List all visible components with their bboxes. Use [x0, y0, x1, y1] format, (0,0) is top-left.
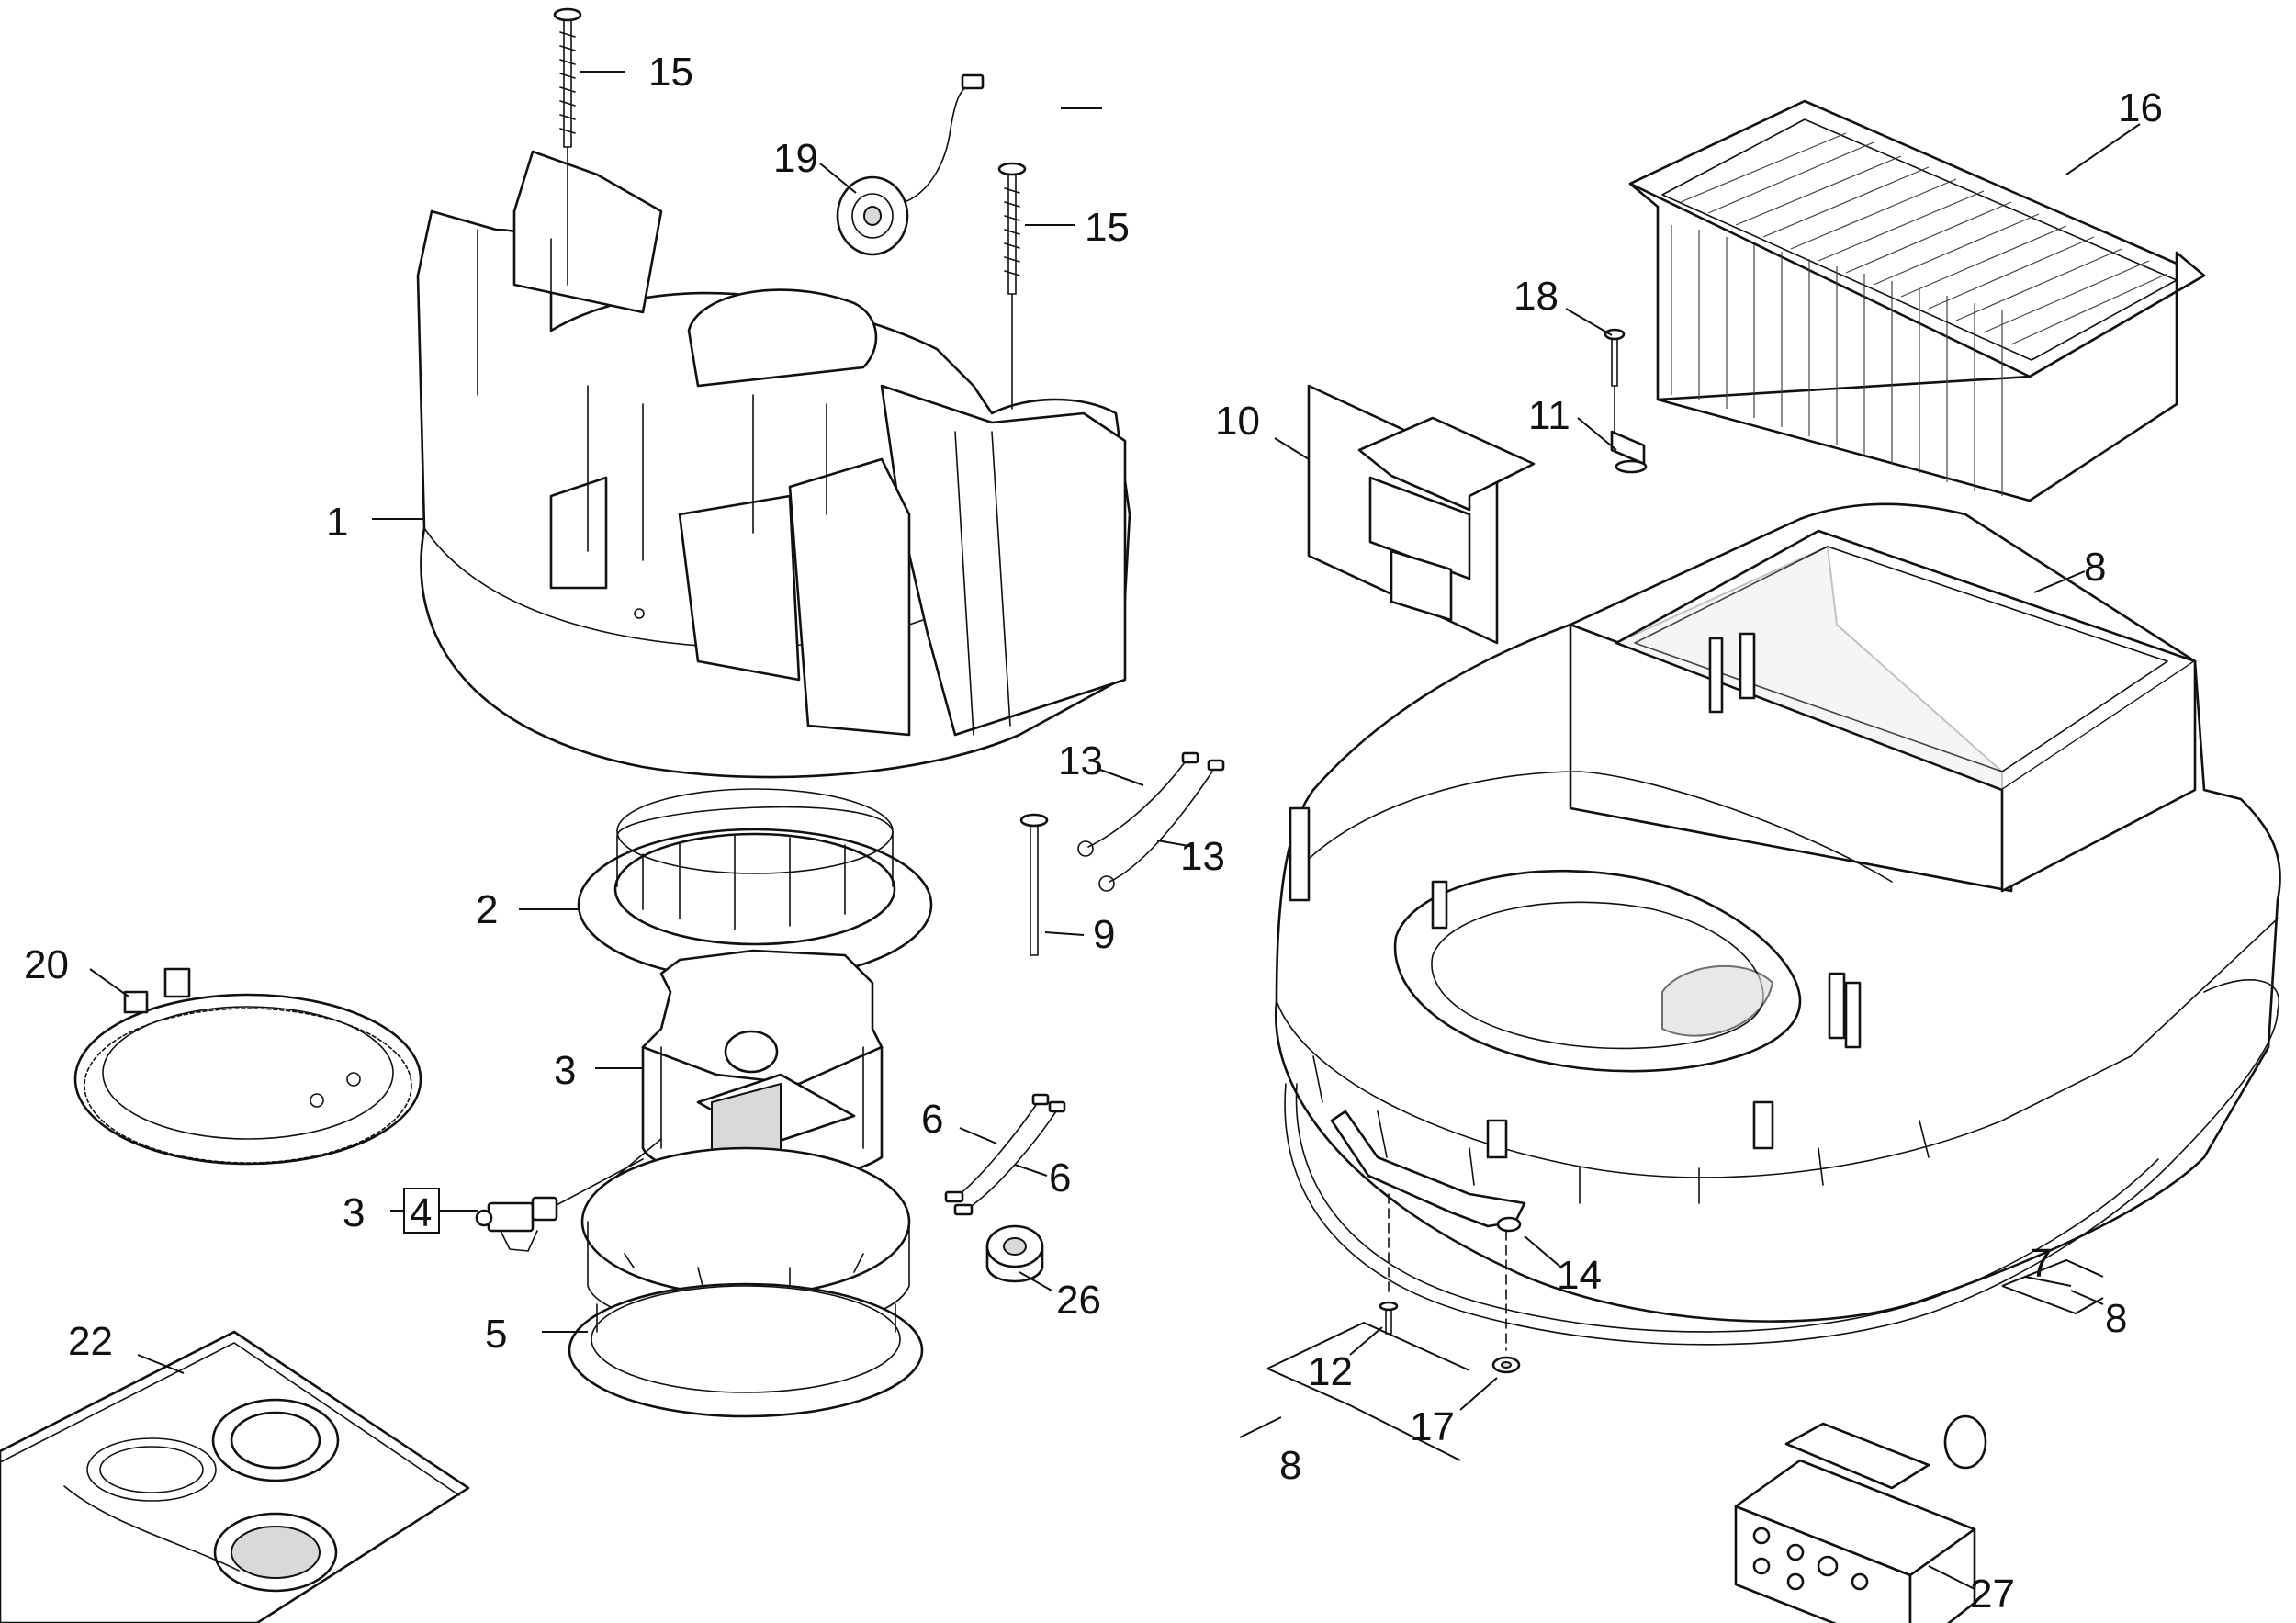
part-3-motor [605, 949, 884, 1186]
callout-18: 18 [1514, 274, 1559, 319]
callout-3-kit: 3 [343, 1190, 365, 1235]
part-13-cables [1077, 751, 1225, 892]
part-15-screw-left [553, 7, 582, 286]
callout-brackets [403, 1188, 2104, 1461]
callout-6-bottom: 6 [1049, 1155, 1071, 1200]
part-18-screw [1604, 328, 1626, 442]
callout-1: 1 [326, 500, 348, 545]
part-11-bracket [1610, 430, 1648, 474]
part-8-container [1274, 502, 2281, 1323]
callout-17: 17 [1410, 1404, 1455, 1449]
callout-8-bottom-left: 8 [1279, 1443, 1301, 1488]
part-26-grommet [985, 1224, 1044, 1283]
callout-27: 27 [1970, 1572, 2015, 1617]
part-2-ring [577, 788, 933, 982]
part-27-connector-socket [1734, 1414, 1987, 1623]
callout-14: 14 [1557, 1253, 1602, 1298]
part-14-bracket [1330, 1110, 1526, 1233]
callout-20: 20 [24, 942, 69, 987]
part-4-carbon-brush [475, 1158, 644, 1252]
callout-5: 5 [485, 1312, 507, 1357]
part-1-motor-head [416, 150, 1131, 779]
callout-9: 9 [1093, 912, 1115, 957]
callout-26: 26 [1056, 1278, 1101, 1323]
part-20-ring-with-clips [73, 967, 422, 1166]
callout-3-motor: 3 [554, 1048, 576, 1093]
callout-8-right: 8 [2084, 545, 2106, 590]
callout-6-top: 6 [921, 1097, 943, 1142]
part-15-screw-right [997, 162, 1027, 410]
callout-11: 11 [1528, 393, 1570, 438]
part-5-motor-seal [568, 1146, 924, 1418]
callout-13-bottom: 13 [1180, 834, 1225, 879]
callout-4: 4 [410, 1190, 432, 1235]
callout-labels: 15 19 15 1 10 18 11 16 8 13 13 2 9 20 3 … [24, 50, 2163, 1617]
callout-22: 22 [68, 1319, 113, 1364]
part-9-screw [1019, 813, 1049, 956]
leader-lines [89, 71, 2141, 1590]
part-19-fan-with-cable [836, 73, 985, 256]
callout-15-right: 15 [1085, 205, 1130, 250]
part-22-kit-bag [0, 1330, 470, 1623]
part-17-washer [1491, 1230, 1521, 1374]
callout-8-bottom-right: 8 [2105, 1296, 2127, 1341]
callout-7: 7 [2030, 1241, 2052, 1286]
part-16-flat-filter [1628, 99, 2206, 502]
callout-13-top: 13 [1058, 738, 1103, 783]
callout-19: 19 [773, 136, 818, 181]
part-7-gasket [1284, 979, 2280, 1346]
callout-12: 12 [1308, 1349, 1353, 1394]
callout-2: 2 [476, 887, 498, 932]
callout-16: 16 [2118, 85, 2163, 130]
callout-15-top: 15 [648, 50, 693, 95]
part-10-control-board [1307, 384, 1536, 645]
part-6-cables [944, 1093, 1066, 1216]
callout-10: 10 [1215, 399, 1260, 444]
